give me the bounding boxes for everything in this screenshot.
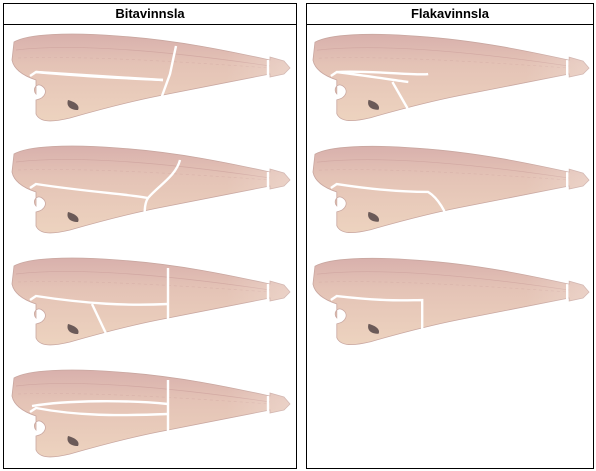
fillet-cut-diagram-2 — [309, 142, 593, 238]
panel-bitavinnsla: Bitavinnsla — [3, 3, 297, 469]
panel-title: Flakavinnsla — [307, 4, 593, 25]
panel-title: Bitavinnsla — [4, 4, 296, 25]
fillet-cut-diagram-3 — [8, 254, 294, 350]
fillet-cut-diagram-3 — [309, 254, 593, 350]
fillet-cut-diagram-1 — [309, 30, 593, 126]
fillet-cut-diagram-1 — [8, 30, 294, 126]
panel-flakavinnsla: Flakavinnsla — [306, 3, 594, 469]
fillet-cut-diagram-4 — [8, 366, 294, 462]
fillet-cut-diagram-2 — [8, 142, 294, 238]
